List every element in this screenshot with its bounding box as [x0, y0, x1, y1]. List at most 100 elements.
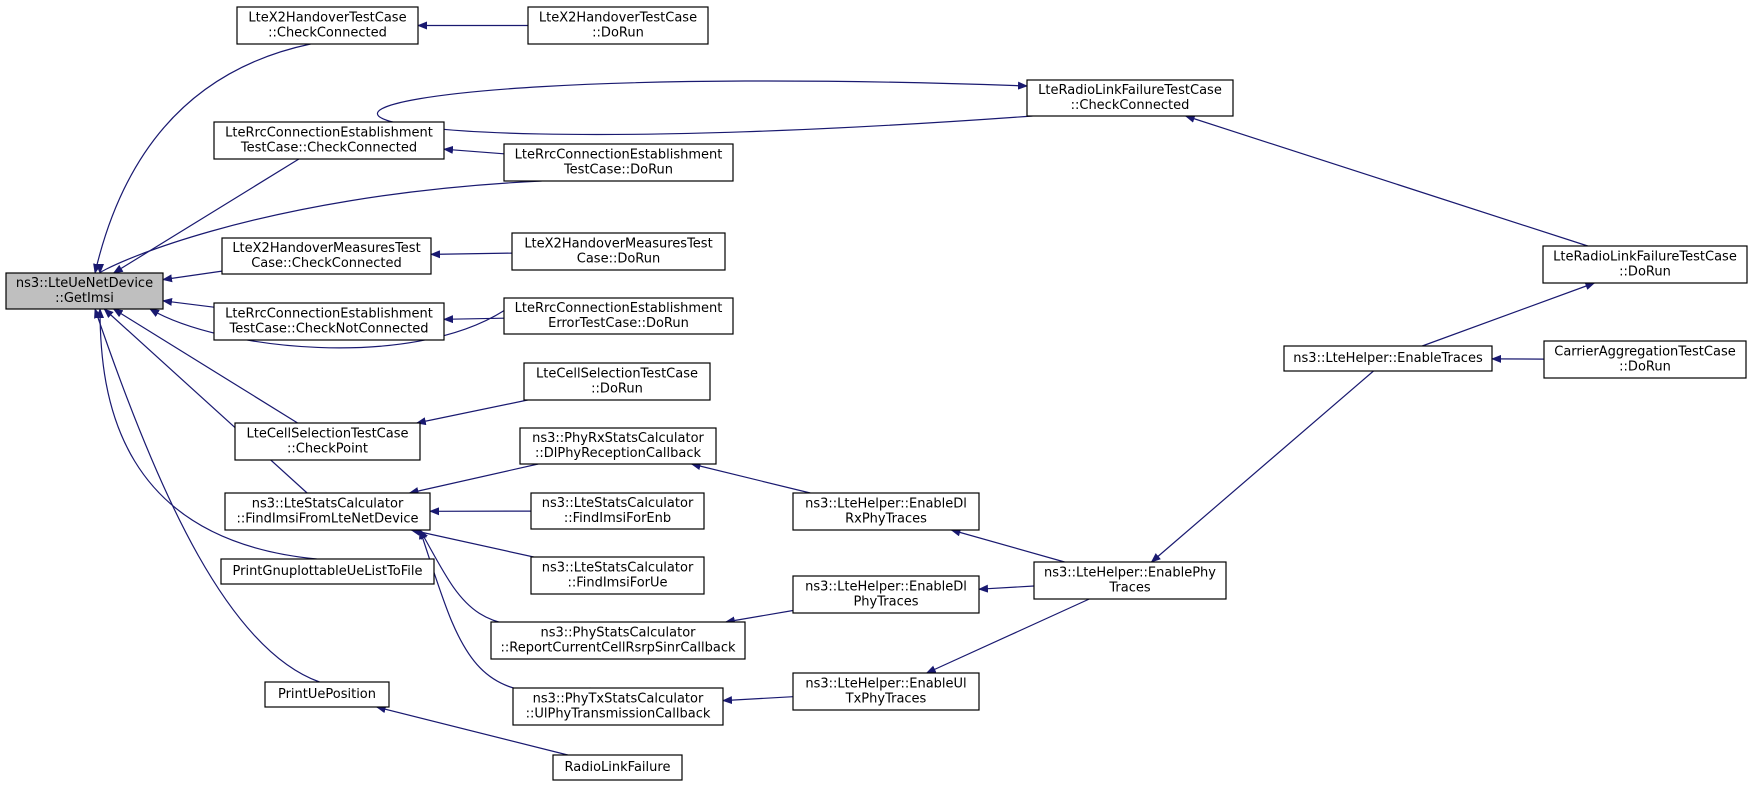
node-n4[interactable]: LteRadioLinkFailureTestCase::DoRun — [1542, 245, 1748, 284]
node-n16[interactable]: ns3::LteStatsCalculator::FindImsiForUe — [530, 556, 705, 595]
node-n6[interactable]: LteRrcConnectionEstablishmentTestCase::D… — [503, 143, 734, 182]
node-box[interactable] — [792, 672, 980, 711]
node-n21[interactable]: RadioLinkFailure — [552, 754, 683, 781]
node-n26[interactable]: ns3::LteHelper::EnableTraces — [1283, 345, 1493, 372]
node-box[interactable] — [236, 6, 419, 45]
node-label-line: ::FindImsiForEnb — [564, 511, 671, 526]
node-n10[interactable]: LteRrcConnectionEstablishmentErrorTestCa… — [503, 297, 734, 335]
node-label-line: ns3::LteStatsCalculator — [542, 496, 694, 511]
node-n2[interactable]: LteX2HandoverTestCase::DoRun — [527, 6, 709, 45]
edge-n26-to-n25 — [1150, 370, 1374, 563]
node-box[interactable] — [220, 558, 435, 585]
node-n19[interactable]: PrintGnuplottableUeListToFile — [220, 558, 435, 585]
node-box[interactable] — [234, 422, 421, 461]
node-label-line: LteCellSelectionTestCase — [536, 367, 698, 382]
node-box[interactable] — [792, 492, 980, 531]
edge-n1-to-n0 — [93, 43, 311, 274]
node-label-line: ::CheckConnected — [1071, 98, 1190, 113]
node-box[interactable] — [1033, 561, 1227, 600]
node-label-line: ns3::LteStatsCalculator — [252, 497, 404, 512]
node-label-line: ns3::LteHelper::EnableDl — [805, 497, 967, 512]
edges-layer — [93, 21, 1596, 756]
node-n18[interactable]: ns3::PhyTxStatsCalculator::UlPhyTransmis… — [512, 687, 724, 726]
edge-n25-to-n22 — [950, 528, 1065, 563]
node-box[interactable] — [792, 575, 980, 614]
edge-n22-to-n14 — [690, 462, 811, 494]
node-box[interactable] — [490, 621, 746, 660]
node-n17[interactable]: ns3::PhyStatsCalculator::ReportCurrentCe… — [490, 621, 746, 660]
node-box[interactable] — [213, 121, 445, 160]
node-label-line: Case::CheckConnected — [251, 256, 402, 271]
node-n20[interactable]: PrintUePosition — [264, 681, 390, 708]
node-label-line: Case::DoRun — [577, 252, 660, 267]
node-box[interactable] — [512, 687, 724, 726]
node-n14[interactable]: ns3::PhyRxStatsCalculator::DlPhyReceptio… — [519, 427, 717, 465]
node-label-line: CarrierAggregationTestCase — [1554, 345, 1735, 360]
node-label-line: PhyTraces — [853, 595, 918, 610]
node-box[interactable] — [213, 302, 445, 341]
node-label-line: LteX2HandoverMeasuresTest — [232, 241, 420, 256]
node-n12[interactable]: LteCellSelectionTestCase::CheckPoint — [234, 422, 421, 461]
node-n9[interactable]: LteRrcConnectionEstablishmentTestCase::C… — [213, 302, 445, 341]
edge-n3-to-n0 — [376, 80, 1033, 136]
node-box[interactable] — [1026, 79, 1234, 117]
node-box[interactable] — [503, 143, 734, 182]
node-box[interactable] — [523, 362, 711, 401]
edge-n13-to-n0 — [103, 308, 308, 494]
edge-n19-to-n0 — [96, 308, 317, 560]
edge-n18-to-n13 — [419, 529, 591, 693]
node-box[interactable] — [552, 754, 683, 781]
node-box[interactable] — [221, 237, 432, 275]
node-box[interactable] — [5, 272, 164, 310]
node-label-line: LteRrcConnectionEstablishment — [225, 126, 433, 141]
edge-n5-to-n0 — [112, 158, 300, 274]
node-label-line: TestCase::DoRun — [563, 163, 673, 178]
node-label-line: LteX2HandoverTestCase — [539, 11, 697, 26]
node-box[interactable] — [224, 492, 431, 531]
node-label-line: LteCellSelectionTestCase — [247, 427, 409, 442]
node-label-line: LteRrcConnectionEstablishment — [515, 148, 723, 163]
node-label-line: ns3::LteHelper::EnableUl — [805, 677, 966, 692]
node-label-line: ns3::LteUeNetDevice — [16, 276, 153, 291]
edge-n24-to-n18 — [722, 696, 794, 705]
node-box[interactable] — [1283, 345, 1493, 372]
node-n0[interactable]: ns3::LteUeNetDevice::GetImsi — [5, 272, 164, 310]
node-label-line: PrintGnuplottableUeListToFile — [233, 564, 423, 579]
node-label-line: ::CheckPoint — [287, 442, 368, 457]
edge-n16-to-n13 — [410, 528, 534, 558]
node-box[interactable] — [530, 556, 705, 595]
node-label-line: LteRrcConnectionEstablishment — [225, 307, 433, 322]
node-box[interactable] — [530, 492, 705, 530]
node-box[interactable] — [527, 6, 709, 45]
node-label-line: ns3::PhyTxStatsCalculator — [533, 692, 704, 707]
node-n11[interactable]: LteCellSelectionTestCase::DoRun — [523, 362, 711, 401]
node-n27[interactable]: CarrierAggregationTestCase::DoRun — [1543, 340, 1747, 379]
node-n3[interactable]: LteRadioLinkFailureTestCase::CheckConnec… — [1026, 79, 1234, 117]
node-n7[interactable]: LteX2HandoverMeasuresTestCase::CheckConn… — [221, 237, 432, 275]
node-box[interactable] — [519, 427, 717, 465]
edge-n4-to-n3 — [1184, 114, 1588, 247]
node-n15[interactable]: ns3::LteStatsCalculator::FindImsiForEnb — [530, 492, 705, 530]
node-n1[interactable]: LteX2HandoverTestCase::CheckConnected — [236, 6, 419, 45]
node-box[interactable] — [503, 297, 734, 335]
node-label-line: PrintUePosition — [278, 687, 376, 702]
node-box[interactable] — [511, 232, 726, 271]
node-n5[interactable]: LteRrcConnectionEstablishmentTestCase::C… — [213, 121, 445, 160]
edge-n25-to-n23 — [978, 584, 1035, 593]
node-label-line: ::DoRun — [591, 382, 643, 397]
node-box[interactable] — [264, 681, 390, 708]
node-box[interactable] — [1542, 245, 1748, 284]
node-label-line: ::DoRun — [592, 26, 644, 41]
node-label-line: ns3::LteStatsCalculator — [542, 561, 694, 576]
node-label-line: ::DoRun — [1619, 360, 1671, 375]
node-n13[interactable]: ns3::LteStatsCalculator::FindImsiFromLte… — [224, 492, 431, 531]
node-box[interactable] — [1543, 340, 1747, 379]
edge-n10-to-n9 — [443, 315, 505, 324]
node-label-line: TestCase::CheckNotConnected — [229, 322, 429, 337]
node-label-line: ::DoRun — [1619, 265, 1671, 280]
